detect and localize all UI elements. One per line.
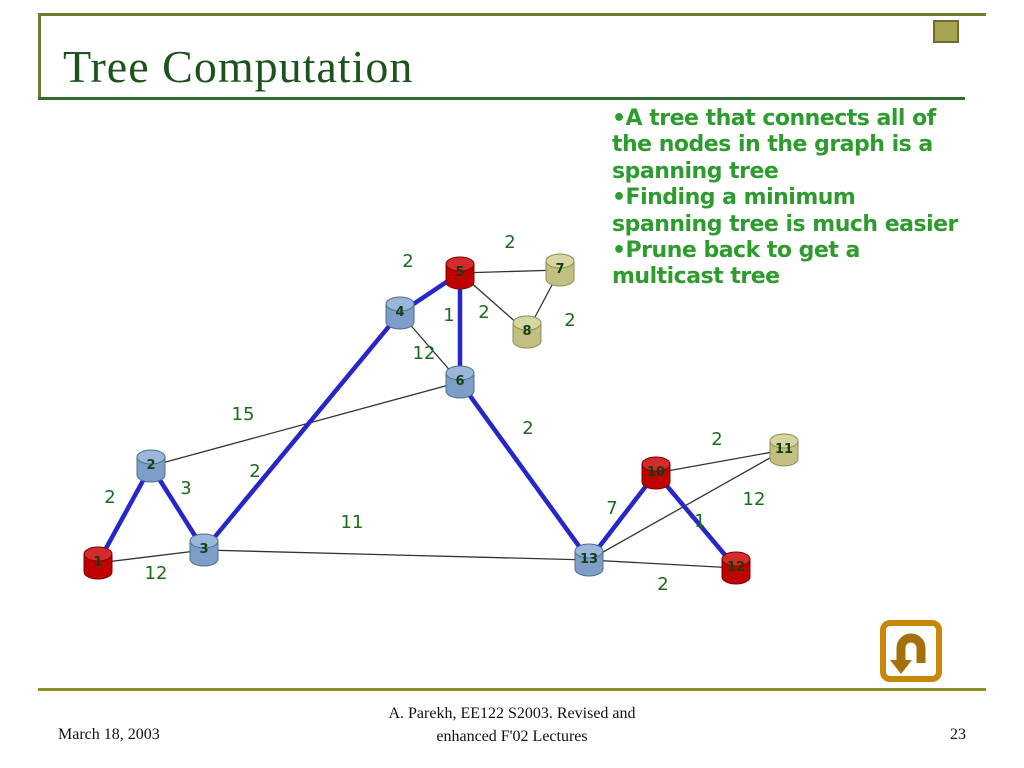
edge-weight-label: 2 — [564, 310, 575, 331]
bullet-item: •Finding a minimum spanning tree is much… — [612, 185, 958, 237]
footer-date: March 18, 2003 — [58, 726, 160, 743]
node-label: 3 — [199, 542, 208, 557]
edge-weight-label: 2 — [711, 429, 722, 450]
graph-node-2: 2 — [136, 449, 166, 483]
graph-node-11: 11 — [769, 433, 799, 467]
node-label: 12 — [727, 560, 745, 575]
node-label: 13 — [580, 552, 598, 567]
node-label: 1 — [93, 555, 102, 570]
u-turn-arrow-icon — [890, 633, 926, 674]
graph-node-3: 3 — [189, 533, 219, 567]
graph-edge — [96, 464, 153, 565]
graph-edge — [588, 449, 785, 561]
footer-page-number: 23 — [950, 726, 966, 743]
bullet-list: •A tree that connects all of the nodes i… — [612, 106, 964, 291]
graph-edge — [203, 549, 590, 561]
edge-weight-label: 12 — [413, 343, 436, 364]
return-button[interactable] — [880, 620, 942, 682]
graph-edge — [587, 471, 658, 562]
graph-node-13: 13 — [574, 543, 604, 577]
edge-weight-label: 7 — [606, 498, 617, 519]
title-underline — [38, 97, 965, 100]
node-label: 11 — [775, 442, 793, 457]
graph-edge — [459, 269, 561, 274]
node-label: 10 — [647, 465, 665, 480]
edge-weight-label: 2 — [249, 461, 260, 482]
footer-credit: A. Parekh, EE122 S2003. Revised and enha… — [388, 705, 636, 746]
graph-node-1: 1 — [83, 546, 113, 580]
graph-edge — [654, 471, 738, 570]
edge-weight-label: 2 — [478, 302, 489, 323]
page-title: Tree Computation — [63, 41, 414, 92]
node-label: 8 — [522, 324, 531, 339]
edge-weight-label: 15 — [232, 404, 255, 425]
graph-edge — [202, 311, 402, 552]
graph-edge — [655, 449, 785, 474]
edge-weight-label: 1 — [443, 305, 454, 326]
graph-edge — [588, 559, 737, 569]
edge-weight-label: 2 — [657, 574, 668, 595]
edge-weight-label: 11 — [341, 512, 364, 533]
edge-weight-label: 2 — [522, 418, 533, 439]
node-label: 6 — [455, 374, 464, 389]
edge-weight-label: 2 — [504, 232, 515, 253]
graph-node-10: 10 — [641, 456, 671, 490]
node-label: 4 — [395, 305, 404, 320]
edge-weight-label: 3 — [180, 478, 191, 499]
node-label: 5 — [455, 265, 464, 280]
node-label: 7 — [555, 262, 564, 277]
node-label: 2 — [146, 458, 155, 473]
graph-node-5: 5 — [445, 256, 475, 290]
graph-node-4: 4 — [385, 296, 415, 330]
graph-node-6: 6 — [445, 365, 475, 399]
graph-edge — [97, 549, 205, 564]
edge-weight-label: 1 — [694, 511, 705, 532]
edge-weight-label: 12 — [743, 489, 766, 510]
edge-weight-label: 2 — [104, 487, 115, 508]
bullet-item: •Prune back to get a multicast tree — [612, 237, 860, 290]
graph-node-8: 8 — [512, 315, 542, 349]
corner-square-decoration — [933, 20, 959, 43]
graph-edge — [458, 380, 591, 562]
graph-node-7: 7 — [545, 253, 575, 287]
edge-weight-label: 12 — [145, 563, 168, 584]
left-rule — [38, 13, 41, 99]
bottom-rule — [38, 688, 986, 691]
graph-node-12: 12 — [721, 551, 751, 585]
edge-weight-label: 2 — [402, 251, 413, 272]
bullet-item: •A tree that connects all of the nodes i… — [612, 106, 936, 184]
top-rule — [38, 13, 986, 16]
